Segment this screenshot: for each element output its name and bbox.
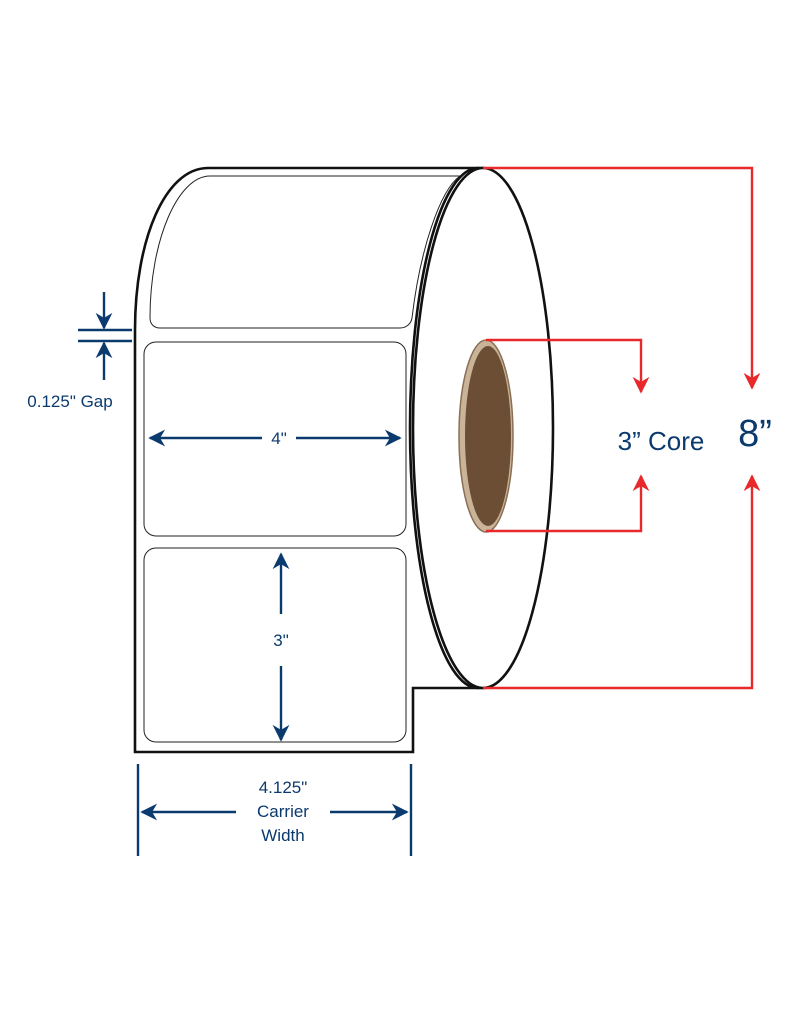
carrier-width-value: 4.125" <box>259 778 308 797</box>
roll-end <box>408 166 555 690</box>
label-width-text: 4" <box>271 429 287 448</box>
core-dimension: 3” Core <box>486 338 705 533</box>
label-bottom <box>143 547 407 743</box>
gap-dimension: 0.125" Gap <box>27 292 132 411</box>
label-top-curved <box>149 175 462 329</box>
label-middle <box>143 341 407 537</box>
core-arrow-top <box>486 338 650 394</box>
carrier-width-word1: Carrier <box>257 802 309 821</box>
roll-diameter-dimension: 8” <box>483 166 772 690</box>
carrier-width-word2: Width <box>261 826 304 845</box>
core-arrow-bottom <box>486 474 650 533</box>
label-height-text: 3" <box>273 631 289 650</box>
carrier-width-dimension: 4.125" Carrier Width <box>136 764 413 856</box>
core-label: 3” Core <box>618 426 705 456</box>
diameter-arrow-top <box>483 166 761 390</box>
label-height-dimension: 3" <box>272 552 290 742</box>
label-width-dimension: 4" <box>148 429 402 448</box>
gap-label: 0.125" Gap <box>27 392 112 411</box>
diameter-arrow-bottom <box>483 474 761 690</box>
roll-diameter-label: 8” <box>738 413 772 455</box>
core-hole <box>465 346 511 526</box>
